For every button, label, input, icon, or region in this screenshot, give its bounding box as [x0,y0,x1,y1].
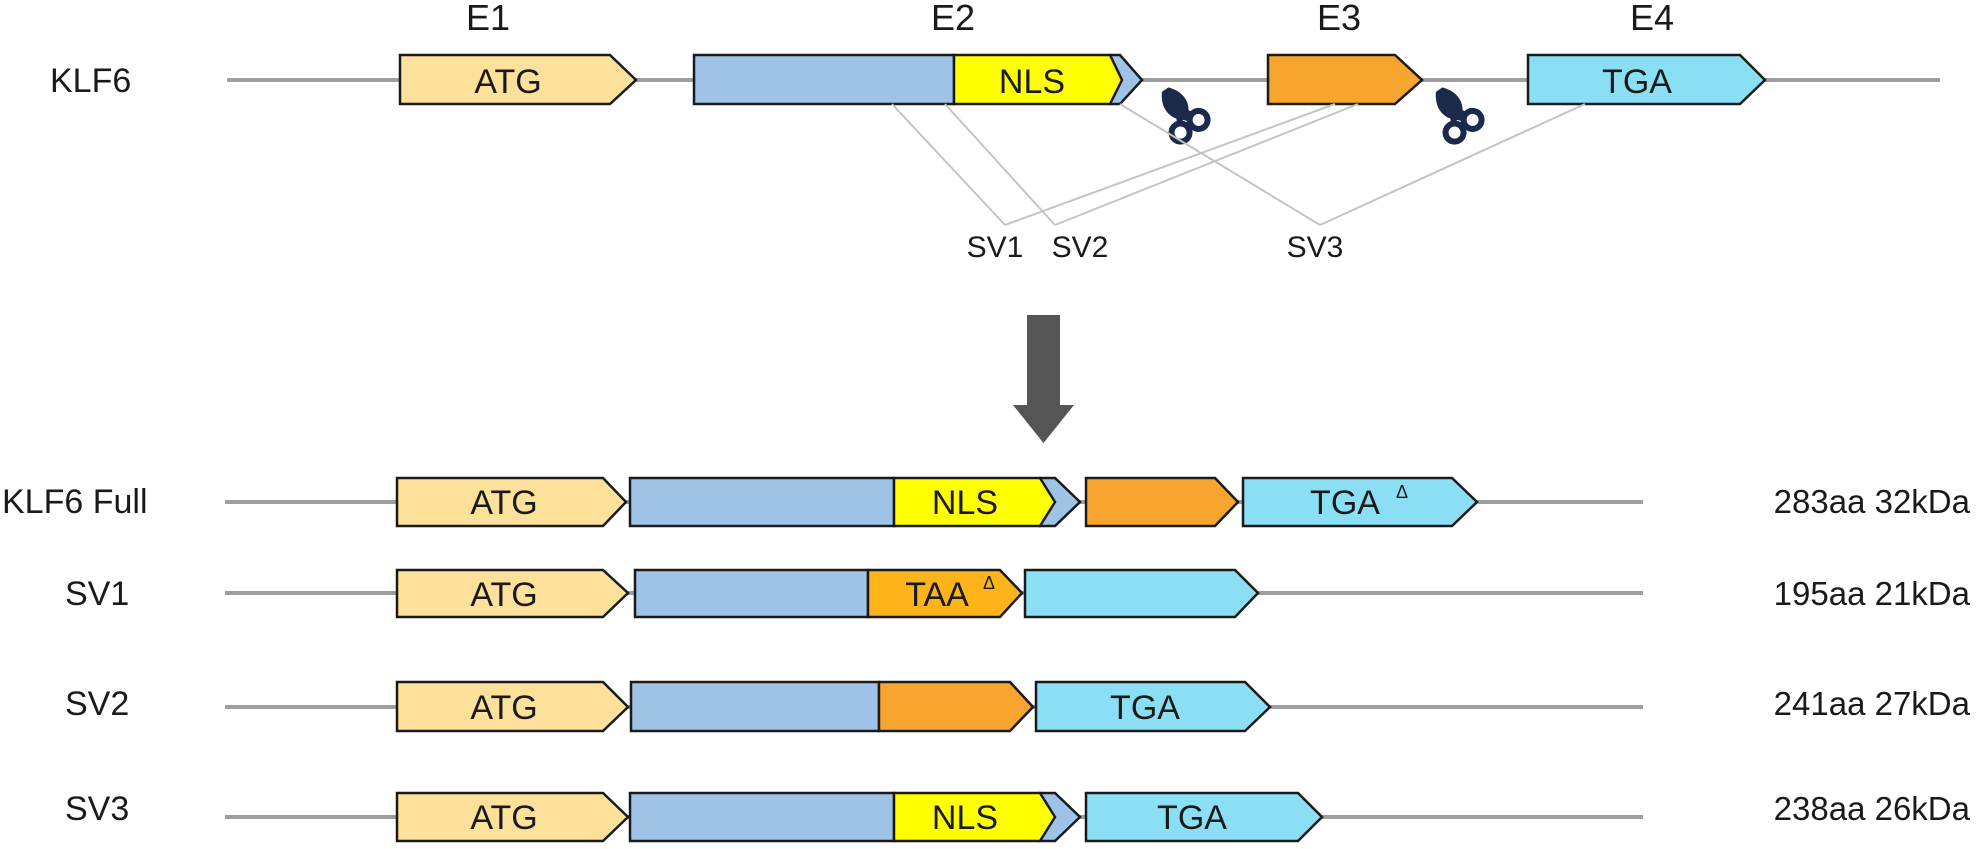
segment-nls [892,791,1057,843]
segment-exon1 [395,680,630,733]
segment-exon4 [1084,791,1324,843]
segment-text: ATG [470,689,537,727]
segment-exon1 [395,476,628,528]
gene-nls-domain [952,53,1124,106]
gene-label: KLF6 [50,62,131,100]
segment-text: ATG [470,576,537,614]
segment-text: ATG [470,799,537,837]
segment-exon4 [1034,680,1272,733]
protein-size: 241aa 27kDa [1774,685,1971,722]
transcript-label: SV3 [65,790,129,828]
scissors-icon [1422,79,1485,145]
segment-text: NLS [932,484,998,522]
protein-size: 238aa 26kDa [1774,790,1971,827]
protein-size: 195aa 21kDa [1774,575,1971,612]
segment-text: TGA [1310,484,1380,522]
transcript-row-sv3: SV3 ATG NLS TGA 238aa 26kDa [65,790,1971,843]
segment-text: ATG [470,484,537,522]
transcript-label: SV2 [65,685,129,723]
splice-lines [891,103,1586,226]
segment-exon2 [629,680,881,733]
gene-exon1 [398,53,638,106]
segment-exon4 [1241,476,1479,528]
segment-stop-taa [866,568,1024,619]
transcript-row-full: KLF6 Full ATG NLS TGA Δ 283aa 32kDa [2,476,1971,528]
splice-label-sv3: SV3 [1287,231,1344,264]
segment-exon2 [628,476,896,528]
segment-nls [892,476,1057,528]
gene-exon3 [1266,53,1424,106]
segment-exon4 [1023,568,1260,619]
gene-exon4 [1526,53,1767,106]
splice-label-sv2: SV2 [1052,231,1109,264]
segment-exon1 [395,568,630,619]
segment-exon3 [1084,476,1240,528]
segment-exon2 [628,791,896,843]
gene-exon2 [692,53,956,106]
gene-nls-text: NLS [999,63,1065,101]
segment-exon2 [633,568,870,619]
stop-mark: Δ [1396,482,1408,502]
segment-exon3 [877,680,1035,733]
scissors-icon [1148,79,1211,145]
gene-structure: KLF6 E1 E2 E3 E4 ATG NLS TGA [50,0,1940,264]
splice-label-sv1: SV1 [967,231,1024,264]
exon-label-e1: E1 [466,0,510,38]
transcript-label: KLF6 Full [2,483,148,521]
exon-label-e3: E3 [1317,0,1361,38]
segment-text: NLS [932,799,998,837]
exon-label-e2: E2 [931,0,975,38]
protein-size: 283aa 32kDa [1774,483,1971,520]
transcript-row-sv1: SV1 ATG TAA Δ 195aa 21kDa [65,568,1971,619]
down-arrow-icon [1013,315,1074,443]
transcript-label: SV1 [65,575,129,613]
segment-text: TGA [1157,799,1227,837]
segment-text: TGA [1110,689,1180,727]
stop-mark: Δ [983,573,995,593]
segment-exon1 [395,791,630,843]
gene-exon1-text: ATG [474,63,541,101]
segment-text: TAA [905,576,969,614]
gene-exon4-text: TGA [1602,63,1672,101]
exon-label-e4: E4 [1630,0,1674,38]
transcript-row-sv2: SV2 ATG TGA 241aa 27kDa [65,680,1971,733]
